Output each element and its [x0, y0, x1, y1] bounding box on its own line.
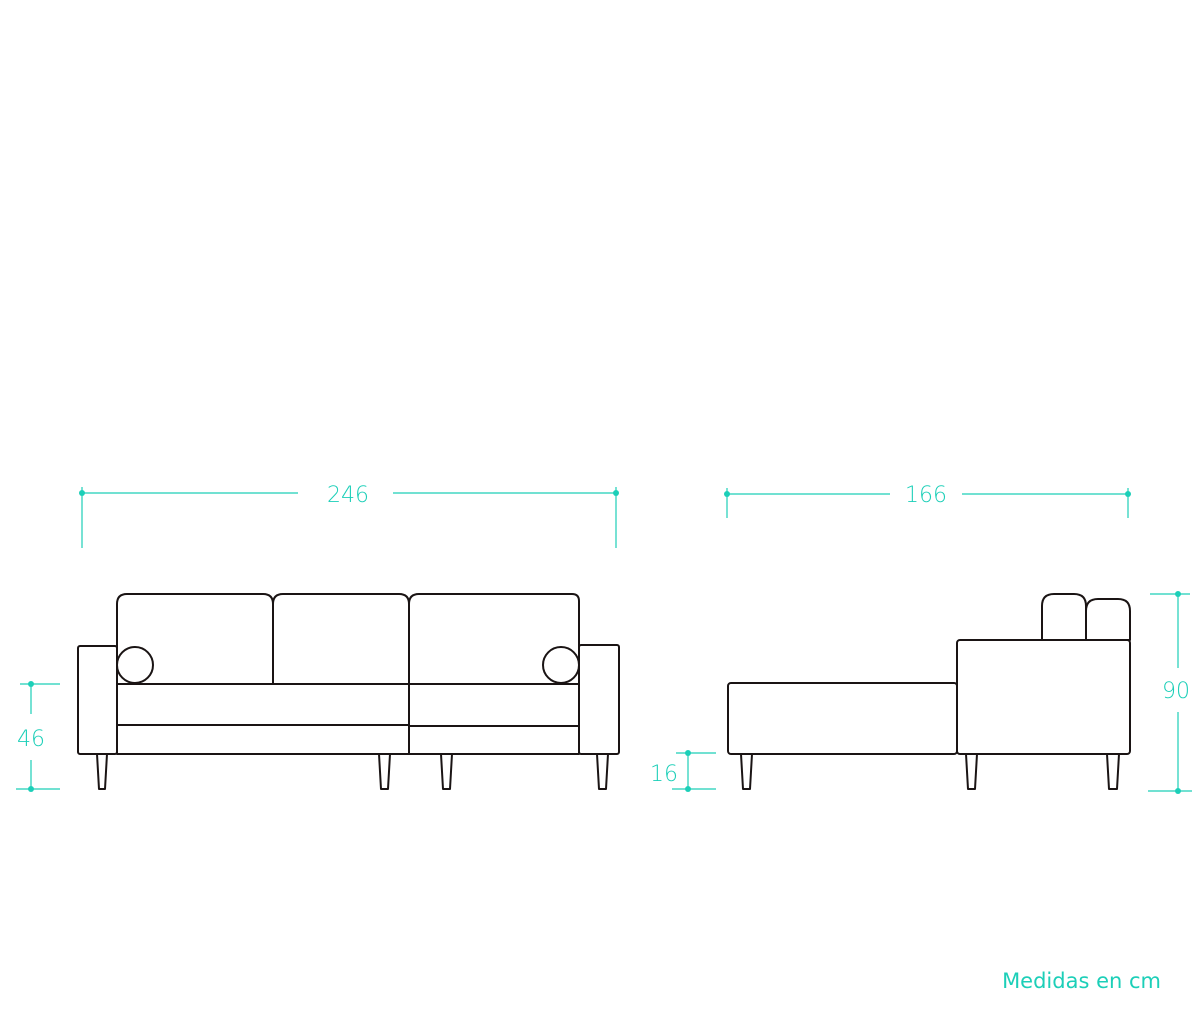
right-bolster: [542, 646, 580, 684]
seat-cushion-left: [116, 683, 410, 726]
depth-label: 166: [905, 483, 947, 508]
sofa-front-view: [77, 593, 620, 790]
units-footnote: Medidas en cm: [1002, 969, 1161, 993]
left-armrest: [77, 645, 118, 755]
back-cushion-middle: [272, 593, 410, 685]
side-back-cushion-1: [1041, 593, 1087, 641]
sofa-side-view: [727, 593, 1131, 790]
dimension-depth-side: 166: [724, 483, 1131, 518]
back-cushion-right: [408, 593, 580, 685]
chaise-section: [727, 682, 958, 755]
dimension-leg-height: 16: [650, 750, 716, 792]
seat-cushion-right: [408, 683, 580, 727]
dimension-total-height: 90: [1148, 591, 1192, 794]
dimension-seat-height: 46: [16, 681, 60, 792]
base-right: [408, 725, 580, 755]
base-left: [116, 724, 410, 755]
side-body: [956, 639, 1131, 755]
seat-height-label: 46: [17, 727, 45, 752]
total-height-label: 90: [1162, 679, 1190, 704]
width-label: 246: [327, 483, 369, 508]
right-armrest: [578, 644, 620, 755]
dimension-width-front: 246: [79, 483, 619, 548]
left-bolster: [116, 646, 154, 684]
legs: [96, 753, 609, 790]
legs: [740, 753, 1120, 790]
leg-height-label: 16: [650, 762, 678, 787]
side-back-cushion-2: [1085, 598, 1131, 641]
